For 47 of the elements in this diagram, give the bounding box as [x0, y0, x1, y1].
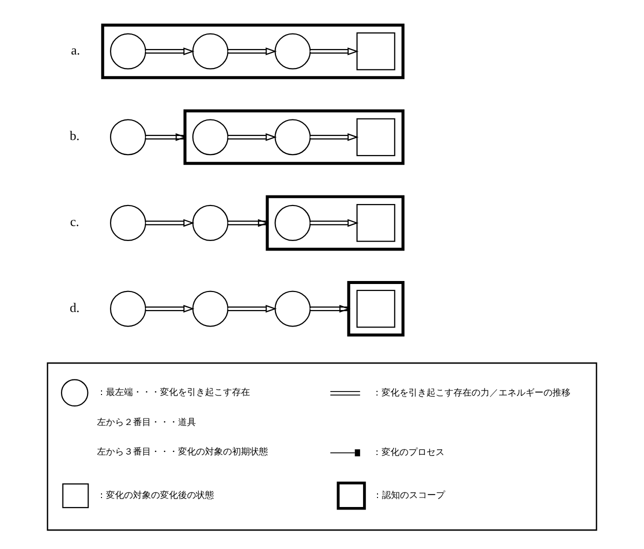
arrow [228, 219, 269, 227]
cluster [266, 195, 404, 251]
legend-label: ：認知のスコープ [373, 490, 446, 501]
label: b. [70, 128, 80, 144]
arrow [310, 304, 350, 313]
node-circle [274, 119, 311, 156]
node-box [356, 290, 396, 328]
arrow [146, 133, 187, 142]
cluster [46, 362, 598, 531]
arrow [146, 219, 194, 227]
node-circle [274, 33, 311, 70]
node-circle [274, 290, 311, 327]
node-circle [110, 204, 146, 242]
node-circle [192, 204, 228, 242]
arrow [228, 304, 277, 313]
legend-label: 左から３番目・・・変化の対象の初期状態 [96, 448, 268, 458]
node-box [356, 32, 396, 70]
node-circle [192, 119, 228, 156]
legend-label: ：変化を引き起こす存在の力／エネルギーの推移 [372, 388, 570, 398]
node-circle [192, 33, 228, 70]
node-circle [60, 379, 88, 407]
arrow [146, 304, 194, 313]
label: c. [70, 214, 80, 230]
cluster [101, 24, 404, 80]
legend-label: 左から２番目・・・道具 [96, 418, 196, 428]
node-circle [274, 204, 311, 242]
arrow [228, 47, 277, 56]
node-circle [192, 290, 228, 327]
cluster [183, 109, 404, 165]
legend-label: ：変化のプロセス [372, 448, 444, 458]
node-box [62, 483, 89, 508]
label: d. [70, 300, 80, 315]
label: a. [70, 42, 80, 58]
arrow [310, 133, 359, 142]
node-circle [110, 119, 146, 156]
node-circle [110, 290, 146, 327]
node-box [356, 204, 396, 242]
legend-label: ：最左端・・・変化を引き起こす存在 [96, 388, 250, 398]
arrow [310, 219, 359, 227]
node-box [356, 118, 396, 156]
arrow [228, 133, 277, 142]
node-box [336, 482, 366, 510]
legend-label: ：変化の対象の変化後の状態 [96, 490, 214, 501]
cluster [347, 281, 404, 337]
node-circle [110, 33, 146, 70]
arrow [146, 47, 194, 56]
arrow [310, 47, 359, 56]
